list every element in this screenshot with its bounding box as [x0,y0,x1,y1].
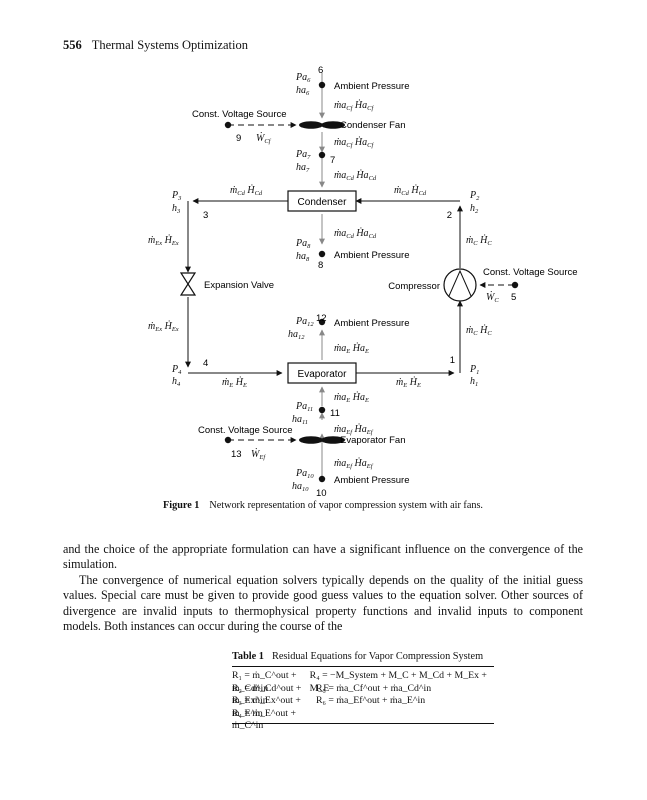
svg-text:ṁaCd ḢaCd: ṁaCd ḢaCd [334,169,377,182]
svg-text:ha10: ha10 [292,481,309,493]
voltage-source-condenser-label: Const. Voltage Source [192,109,287,120]
voltage-source-compressor-label: Const. Voltage Source [483,267,578,278]
svg-text:ṁaCd ḢaCd: ṁaCd ḢaCd [334,227,377,240]
svg-text:Pa8: Pa8 [295,238,311,250]
svg-text:Pa6: Pa6 [295,72,311,84]
table-cell: R₅ = ṁa_Cf^out + ṁa_Cd^in [316,682,432,694]
node-5-label: 5 [511,292,516,303]
figure-caption: Figure 1 Network representation of vapor … [63,500,583,511]
table-body: R₁ = ṁ_C^out + ṁ_Cd^in R₄ = −M_System + M… [232,667,494,732]
table-cell: R₃ = ṁ_Ex^out + ṁ_E^in [232,695,301,719]
table-row: R₃ = ṁ_Ex^out + ṁ_E^in R₆ = ṁa_Ef^out + ṁ… [232,695,494,719]
node-3-label: 3 [203,210,208,221]
condenser-fan-icon [299,121,345,129]
node-1-label: 1 [450,355,455,366]
residual-equations-table: Table 1 Residual Equations for Vapor Comp… [232,651,494,732]
svg-text:Pa11: Pa11 [295,401,313,413]
svg-text:ha12: ha12 [288,329,305,341]
svg-text:Pa10: Pa10 [295,468,314,480]
table-row: R₄ = ṁ_E^out + ṁ_C^in [232,707,494,732]
condenser-label: Condenser [298,197,348,208]
svg-text:h2: h2 [470,203,479,215]
node-2-label: 2 [447,210,452,221]
svg-text:ṁCd ḢCd: ṁCd ḢCd [394,184,427,197]
svg-text:h3: h3 [172,203,181,215]
network-figure: Condenser Evaporator Compressor Expansio… [148,65,578,499]
figure-caption-text: Network representation of vapor compress… [209,500,483,511]
evaporator-fan-icon [299,436,345,444]
node-11-label: 11 [330,408,340,419]
state-variable-labels: Pa6 ha6 ṁaCf ḢaCf ṁaCf ḢaCf Pa7 ha7 ṁaCd… [148,72,499,493]
table-row: R₁ = ṁ_C^out + ṁ_Cd^in R₄ = −M_System + M… [232,670,494,694]
node-9-label: 9 [236,133,241,144]
svg-text:ṁaCf ḢaCf: ṁaCf ḢaCf [334,136,374,149]
svg-text:ṁE ḢE: ṁE ḢE [396,376,421,389]
expansion-valve-label: Expansion Valve [204,280,274,291]
table-cell: R₂ = ṁ_Cd^out + ṁ_Ex^in [232,682,302,707]
paragraph-2: The convergence of numerical equation so… [63,572,583,634]
node-4-label: 4 [203,358,208,369]
svg-text:ẆC: ẆC [486,291,499,304]
svg-text:ṁaEf ḢaEf: ṁaEf ḢaEf [334,423,374,436]
node-12-label: 12 [316,313,327,324]
compressor-icon [443,268,477,302]
figure-caption-label: Figure 1 [163,500,200,511]
svg-text:ẆCf: ẆCf [256,132,272,145]
page-header: 556 Thermal Systems Optimization [63,38,248,53]
svg-text:h1: h1 [470,376,478,388]
table-title: Residual Equations for Vapor Compression… [271,651,484,662]
table-row: R₂ = ṁ_Cd^out + ṁ_Ex^in R₅ = ṁa_Cf^out + … [232,682,494,707]
svg-text:ṁCd ḢCd: ṁCd ḢCd [230,184,263,197]
condenser-fan-label: Condenser Fan [340,120,405,131]
svg-text:ẆEf: ẆEf [251,448,266,461]
table-caption: Table 1 Residual Equations for Vapor Comp… [232,651,494,667]
expansion-valve-icon [179,272,197,296]
ambient-pressure-bottom-label: Ambient Pressure [334,475,410,486]
running-title: Thermal Systems Optimization [91,38,248,52]
svg-text:ṁaCf ḢaCf: ṁaCf ḢaCf [334,99,374,112]
svg-text:ṁaE ḢaE: ṁaE ḢaE [334,391,369,404]
voltage-source-evaporator-label: Const. Voltage Source [198,425,293,436]
svg-text:ṁEx ḢEx: ṁEx ḢEx [148,234,179,247]
svg-text:h4: h4 [172,376,181,388]
svg-text:ha7: ha7 [296,162,310,174]
body-text: and the choice of the appropriate formul… [63,542,583,634]
svg-text:ṁaEf ḢaEf: ṁaEf ḢaEf [334,457,374,470]
node-13-label: 13 [231,449,242,460]
svg-text:Pa7: Pa7 [295,149,311,161]
svg-text:P4: P4 [171,364,182,376]
page-number: 556 [63,38,82,52]
evaporator-fan-label: Evaporator Fan [340,435,405,446]
table-label: Table 1 [232,651,264,662]
svg-text:ṁaE ḢaE: ṁaE ḢaE [334,342,369,355]
svg-text:P2: P2 [469,190,480,202]
node-7-label: 7 [330,155,335,166]
svg-text:P1: P1 [469,364,479,376]
ambient-pressure-mid-label: Ambient Pressure [334,250,410,261]
svg-text:ṁE ḢE: ṁE ḢE [222,376,247,389]
ambient-pressure-top-label: Ambient Pressure [334,81,410,92]
svg-text:P3: P3 [171,190,182,202]
table-cell: R₁ = ṁ_C^out + ṁ_Cd^in [232,670,297,694]
evaporator-box [287,362,357,384]
svg-text:Pa12: Pa12 [295,316,314,328]
evaporator-label: Evaporator [298,369,348,380]
table-cell: R₆ = ṁa_Ef^out + ṁa_E^in [316,695,426,706]
svg-text:ha8: ha8 [296,251,310,263]
paragraph-1: and the choice of the appropriate formul… [63,542,583,572]
table-cell: R₄ = ṁ_E^out + ṁ_C^in [232,707,296,732]
table-cell: R₄ = −M_System + M_C + M_Cd + M_Ex + M_E [309,670,487,694]
svg-text:ṁC ḢC: ṁC ḢC [466,234,492,247]
svg-text:ṁC ḢC: ṁC ḢC [466,324,492,337]
compressor-symbol-icon [448,269,472,297]
node-10-label: 10 [316,488,327,499]
svg-text:ha11: ha11 [292,414,308,426]
node-8-label: 8 [318,260,323,271]
compressor-label: Compressor [388,281,440,292]
condenser-box [287,190,357,212]
node-6-label: 6 [318,65,323,76]
ambient-pressure-evap-label: Ambient Pressure [334,318,410,329]
svg-text:ha6: ha6 [296,85,310,97]
svg-text:ṁEx ḢEx: ṁEx ḢEx [148,320,179,333]
